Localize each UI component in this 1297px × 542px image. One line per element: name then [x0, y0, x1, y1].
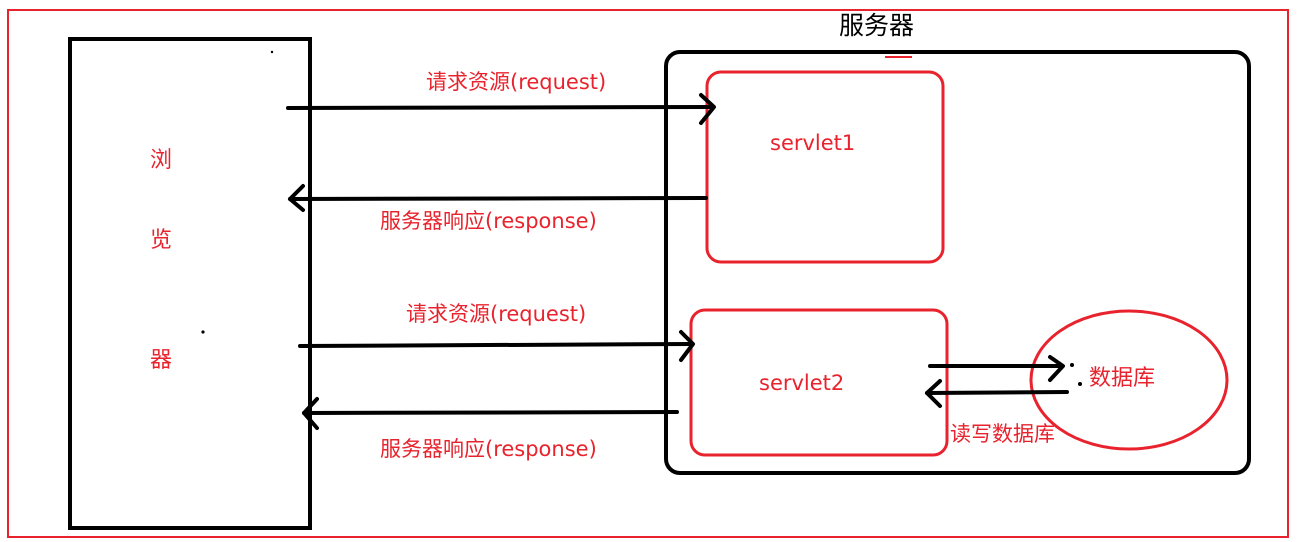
stray-dot: [201, 330, 205, 334]
request-label-2: 请求资源(request): [406, 302, 587, 326]
servlet1-box: [705, 70, 945, 264]
database-label: 数据库: [1089, 366, 1156, 391]
request-arrow-2: [298, 330, 695, 362]
outer-frame: [7, 9, 1289, 538]
request-label-1: 请求资源(request): [426, 70, 607, 94]
db-read-arrow: [925, 379, 1069, 408]
browser-box: [68, 37, 312, 530]
request-arrow-1: [286, 93, 716, 125]
server-title: 服务器: [839, 11, 915, 40]
servlet1-label: servlet1: [770, 131, 856, 155]
server-box: [664, 50, 1251, 475]
servlet2-box: [689, 308, 949, 457]
db-readwrite-label: 读写数据库: [950, 422, 1055, 446]
database-ellipse: [1029, 309, 1229, 451]
browser-label-char-1: 浏: [150, 148, 173, 173]
stray-dot: [270, 50, 274, 54]
response-label-1: 服务器响应(response): [380, 209, 597, 233]
response-label-2: 服务器响应(response): [380, 437, 597, 461]
stray-dot: [1070, 363, 1074, 367]
browser-label-char-3: 器: [150, 348, 173, 373]
db-write-arrow: [928, 355, 1065, 382]
stray-dot: [1078, 382, 1082, 386]
response-arrow-2: [302, 397, 679, 430]
browser-label-char-2: 览: [150, 228, 173, 253]
servlet2-label: servlet2: [759, 371, 845, 395]
response-arrow-1: [288, 184, 708, 212]
